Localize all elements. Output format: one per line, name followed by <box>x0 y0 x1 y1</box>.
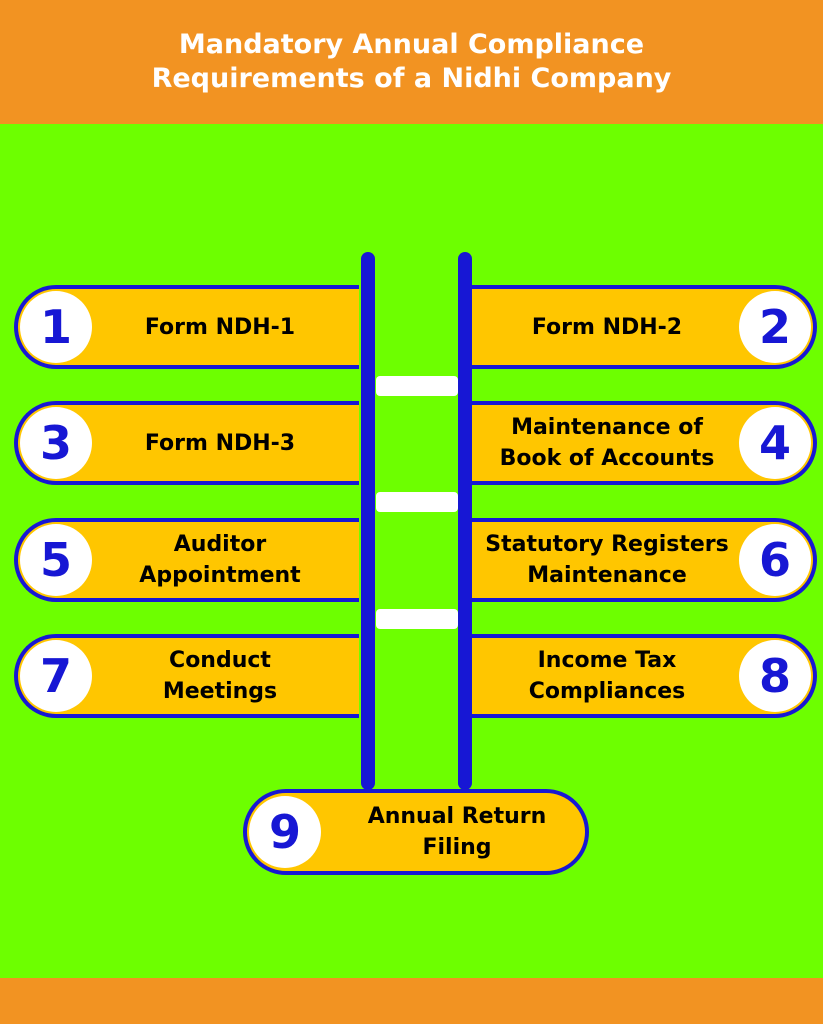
step-number-badge: 6 <box>739 524 811 596</box>
ladder-rung <box>376 492 458 512</box>
footer-banner <box>0 978 823 1024</box>
step-number-badge: 7 <box>20 640 92 712</box>
ladder-rung <box>376 609 458 629</box>
step-number-badge: 5 <box>20 524 92 596</box>
step-5-auditor-appointment: 5 Auditor Appointment <box>14 518 359 602</box>
step-number-badge: 4 <box>739 407 811 479</box>
step-label: Auditor Appointment <box>139 532 301 588</box>
step-number-badge: 1 <box>20 291 92 363</box>
step-number-badge: 9 <box>249 796 321 868</box>
ladder-right-pole <box>458 252 472 790</box>
header-banner: Mandatory Annual Compliance Requirements… <box>0 0 823 124</box>
step-1-form-ndh-1: 1 Form NDH-1 <box>14 285 359 369</box>
step-7-conduct-meetings: 7 Conduct Meetings <box>14 634 359 718</box>
step-9-annual-return-filing: 9 Annual Return Filing <box>243 789 589 875</box>
ladder-rung <box>376 376 458 396</box>
step-label: Maintenance of Book of Accounts <box>499 415 715 471</box>
step-8-income-tax: Income Tax Compliances 8 <box>472 634 817 718</box>
ladder-left-pole <box>361 252 375 790</box>
step-6-statutory-registers: Statutory Registers Maintenance 6 <box>472 518 817 602</box>
step-4-book-of-accounts: Maintenance of Book of Accounts 4 <box>472 401 817 485</box>
step-label: Income Tax Compliances <box>528 648 686 704</box>
step-label: Statutory Registers Maintenance <box>485 532 729 588</box>
step-number-badge: 2 <box>739 291 811 363</box>
step-number-badge: 3 <box>20 407 92 479</box>
step-label: Form NDH-1 <box>144 314 296 340</box>
step-label: Form NDH-3 <box>144 430 296 456</box>
step-label: Form NDH-2 <box>531 314 683 340</box>
step-2-form-ndh-2: Form NDH-2 2 <box>472 285 817 369</box>
step-label: Annual Return Filing <box>367 804 547 860</box>
step-3-form-ndh-3: 3 Form NDH-3 <box>14 401 359 485</box>
step-label: Conduct Meetings <box>162 648 278 704</box>
step-number-badge: 8 <box>739 640 811 712</box>
header-title: Mandatory Annual Compliance Requirements… <box>151 29 672 94</box>
